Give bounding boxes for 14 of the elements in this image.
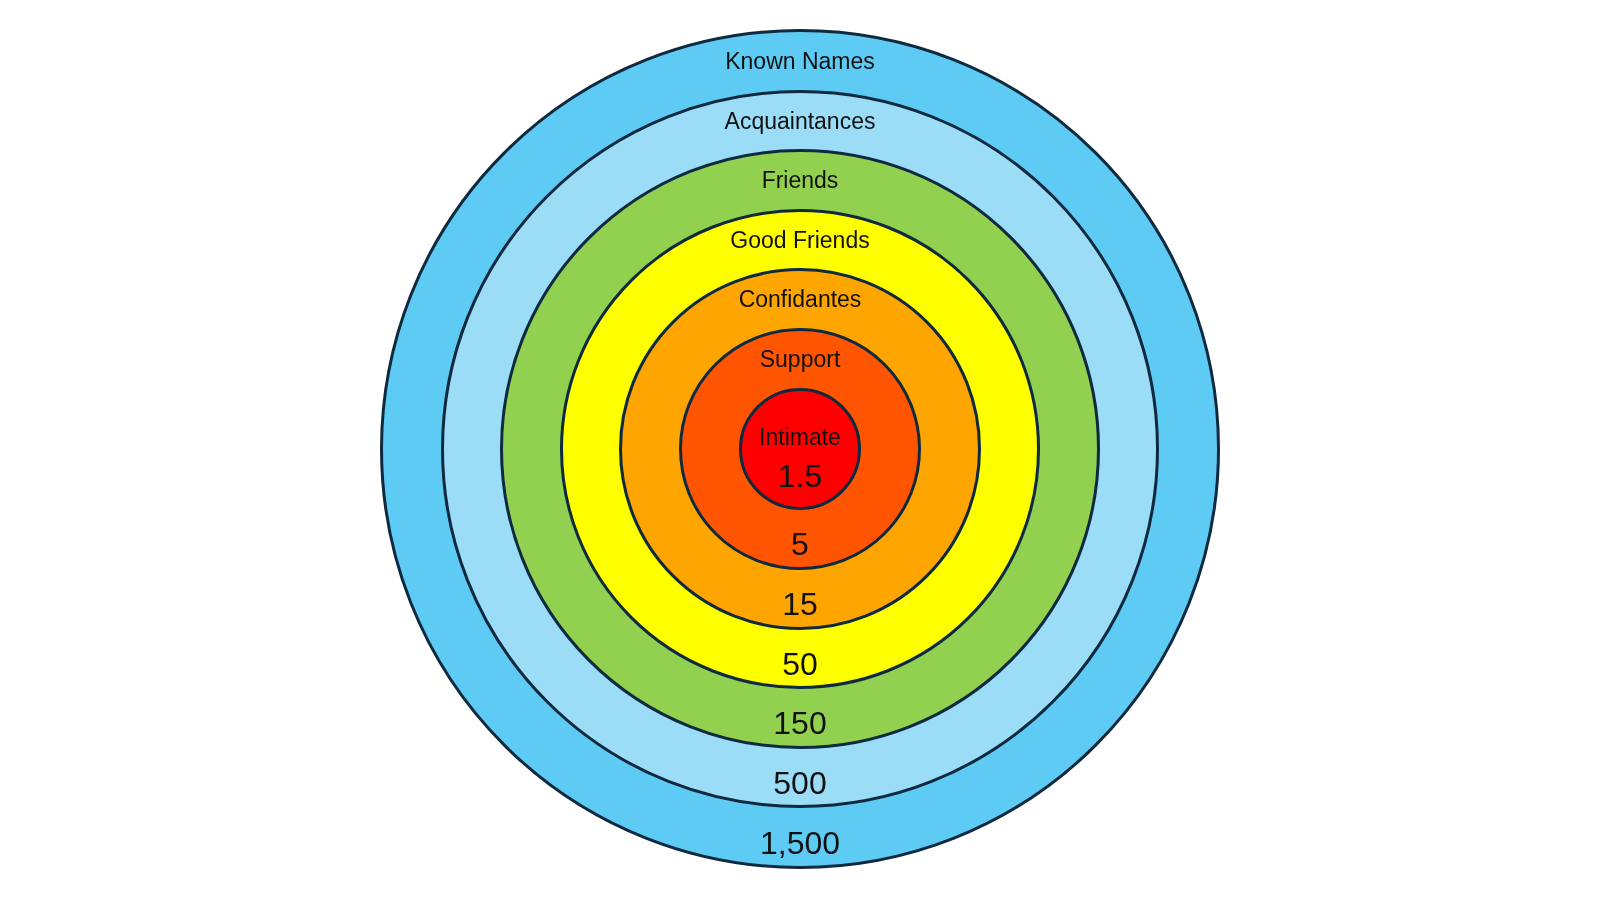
ring-label: Confidantes	[738, 287, 862, 311]
ring-label: Friends	[761, 168, 839, 192]
ring-label: Acquaintances	[724, 109, 876, 132]
count-label: 1,500	[759, 826, 841, 859]
count-label: 15	[782, 588, 818, 620]
count-label: 50	[782, 647, 818, 680]
count-label: 5	[791, 528, 809, 560]
ring-label: Good Friends	[730, 228, 870, 251]
ring-label: Intimate	[759, 425, 841, 449]
count-label: 500	[773, 766, 827, 799]
ring-label: Support	[759, 347, 841, 371]
count-label: 1.5	[777, 460, 823, 493]
count-label: 150	[773, 707, 827, 739]
ring-label: Known Names	[725, 49, 875, 72]
